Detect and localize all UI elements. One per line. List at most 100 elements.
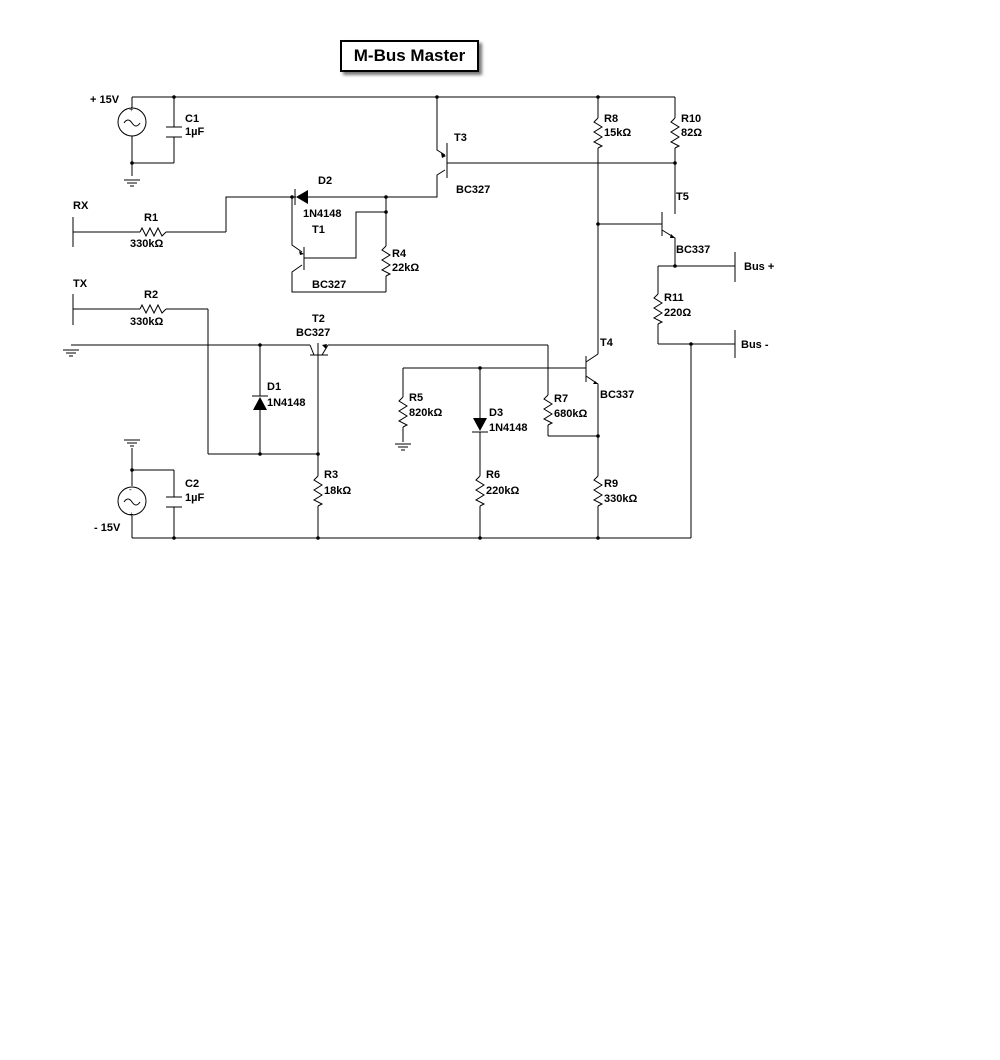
junction-dot: [384, 195, 388, 199]
ref-R8: R8: [604, 113, 618, 125]
value-T5: BC337: [676, 244, 710, 256]
value-R5: 820kΩ: [409, 407, 442, 419]
junction-dot: [316, 452, 320, 456]
ref-C2: C2: [185, 478, 199, 490]
junction-dot: [673, 264, 677, 268]
label-bus-plus: Bus +: [744, 261, 774, 273]
junction-dot: [172, 95, 176, 99]
junction-dot: [689, 342, 693, 346]
resistor-R2: [139, 303, 167, 315]
junction-dot: [258, 452, 262, 456]
junction-dot: [384, 210, 388, 214]
junction-dot: [435, 95, 439, 99]
junction-dot: [596, 434, 600, 438]
value-D3: 1N4148: [489, 422, 528, 434]
junction-dot: [130, 161, 134, 165]
svg-text:-: -: [129, 131, 132, 140]
ground-symbol-2: [123, 439, 141, 447]
ref-R2: R2: [144, 289, 158, 301]
ref-R9: R9: [604, 478, 618, 490]
value-R3: 18kΩ: [324, 485, 351, 497]
label-plus15v: + 15V: [90, 94, 120, 106]
ref-T2: T2: [312, 313, 325, 325]
junction-dot: [673, 161, 677, 165]
capacitor-C2: [166, 496, 182, 508]
junction-dot: [316, 536, 320, 540]
resistor-R1: [139, 226, 167, 238]
ref-T5: T5: [676, 191, 689, 203]
ref-D1: D1: [267, 381, 281, 393]
resistor-R3: [312, 475, 324, 507]
voltage-source-minus15: - +: [117, 485, 147, 519]
ref-R4: R4: [392, 248, 407, 260]
ref-R6: R6: [486, 469, 500, 481]
value-C1: 1µF: [185, 126, 204, 138]
value-T4: BC337: [600, 389, 634, 401]
label-tx: TX: [73, 278, 88, 290]
value-R1: 330kΩ: [130, 238, 163, 250]
transistor-T3-arrow: [441, 153, 446, 158]
transistor-T4-arrow: [593, 381, 598, 384]
junction-dot: [478, 366, 482, 370]
value-R8: 15kΩ: [604, 127, 631, 139]
transistor-T2-body: [309, 344, 329, 356]
ref-C1: C1: [185, 113, 199, 125]
value-R11: 220Ω: [664, 307, 691, 319]
junction-dot: [290, 195, 294, 199]
ground-symbol-1: [123, 179, 141, 187]
resistor-R8: [592, 117, 604, 149]
svg-text:-: -: [129, 485, 132, 494]
ref-T4: T4: [600, 337, 614, 349]
junction-dot: [478, 536, 482, 540]
resistor-R11: [652, 293, 664, 325]
diode-D3: [472, 418, 488, 433]
value-R10: 82Ω: [681, 127, 702, 139]
ref-R3: R3: [324, 469, 338, 481]
junction-dot: [596, 95, 600, 99]
resistor-R5: [397, 396, 409, 428]
ref-T1: T1: [312, 224, 325, 236]
ref-R1: R1: [144, 212, 158, 224]
value-T1: BC327: [312, 279, 346, 291]
value-R4: 22kΩ: [392, 262, 419, 274]
ref-D3: D3: [489, 407, 503, 419]
value-R6: 220kΩ: [486, 485, 519, 497]
label-minus15v: - 15V: [94, 522, 121, 534]
transistor-T2-arrow: [322, 344, 327, 349]
capacitor-C1: [166, 126, 182, 138]
label-rx: RX: [73, 200, 89, 212]
value-C2: 1µF: [185, 492, 204, 504]
resistor-R7: [542, 394, 554, 426]
diode-D1: [252, 395, 268, 410]
junction-dot: [596, 222, 600, 226]
resistor-R4: [380, 245, 392, 277]
resistor-R6: [474, 475, 486, 507]
junction-dot: [596, 536, 600, 540]
junction-dot: [258, 343, 262, 347]
value-T3: BC327: [456, 184, 490, 196]
diagram-title: M-Bus Master: [353, 46, 466, 65]
value-R9: 330kΩ: [604, 493, 637, 505]
svg-text:+: +: [129, 105, 134, 114]
transistor-T1-arrow: [299, 251, 304, 255]
junctions: [130, 95, 693, 540]
value-D1: 1N4148: [267, 397, 306, 409]
value-R2: 330kΩ: [130, 316, 163, 328]
junction-dot: [130, 468, 134, 472]
diagram-title-box: M-Bus Master: [340, 40, 479, 72]
voltage-source-plus15: + -: [117, 105, 147, 140]
ground-symbol-4: [394, 443, 412, 451]
label-bus-minus: Bus -: [741, 339, 769, 351]
resistor-R10: [669, 117, 681, 149]
ground-symbol-3: [62, 349, 80, 357]
transistor-T5-arrow: [670, 234, 675, 238]
wires: [71, 96, 736, 539]
ref-R5: R5: [409, 392, 423, 404]
value-D2: 1N4148: [303, 208, 342, 220]
ref-R11: R11: [664, 292, 684, 304]
ref-T3: T3: [454, 132, 467, 144]
value-T2: BC327: [296, 327, 330, 339]
value-R7: 680kΩ: [554, 408, 587, 420]
resistor-R9: [592, 475, 604, 507]
